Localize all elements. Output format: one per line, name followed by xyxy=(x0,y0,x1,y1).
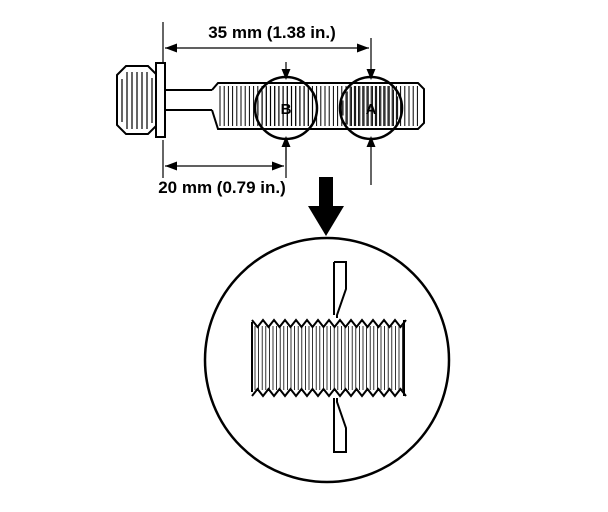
thread-crest-bottom xyxy=(251,387,407,398)
point-label-a: A xyxy=(366,101,377,118)
dimension-arrowhead-right xyxy=(357,43,369,53)
detail-circle xyxy=(203,236,451,484)
inspection-circle-threads xyxy=(257,86,399,126)
dimension-20mm: 20 mm (0.79 in.) xyxy=(158,140,287,197)
dimension-arrowhead-right xyxy=(272,161,284,171)
point-pointers xyxy=(281,62,376,185)
straight-edge-gauge xyxy=(333,261,347,453)
down-arrow-icon xyxy=(308,177,344,236)
magnified-detail xyxy=(203,236,451,484)
dimension-label-20mm: 20 mm (0.79 in.) xyxy=(158,178,286,197)
thread-crest-top xyxy=(251,318,407,329)
bolt-flange xyxy=(155,62,166,138)
dimension-35mm: 35 mm (1.38 in.) xyxy=(162,22,372,78)
bolt-threads xyxy=(219,86,418,126)
dimension-label-35mm: 35 mm (1.38 in.) xyxy=(208,23,336,42)
dimension-arrowhead-left xyxy=(165,43,177,53)
bolt-head xyxy=(116,65,157,135)
thread-body xyxy=(254,326,404,390)
bolt-shank xyxy=(165,82,425,130)
point-label-b: B xyxy=(281,101,292,118)
dimension-arrowhead-left xyxy=(165,161,177,171)
